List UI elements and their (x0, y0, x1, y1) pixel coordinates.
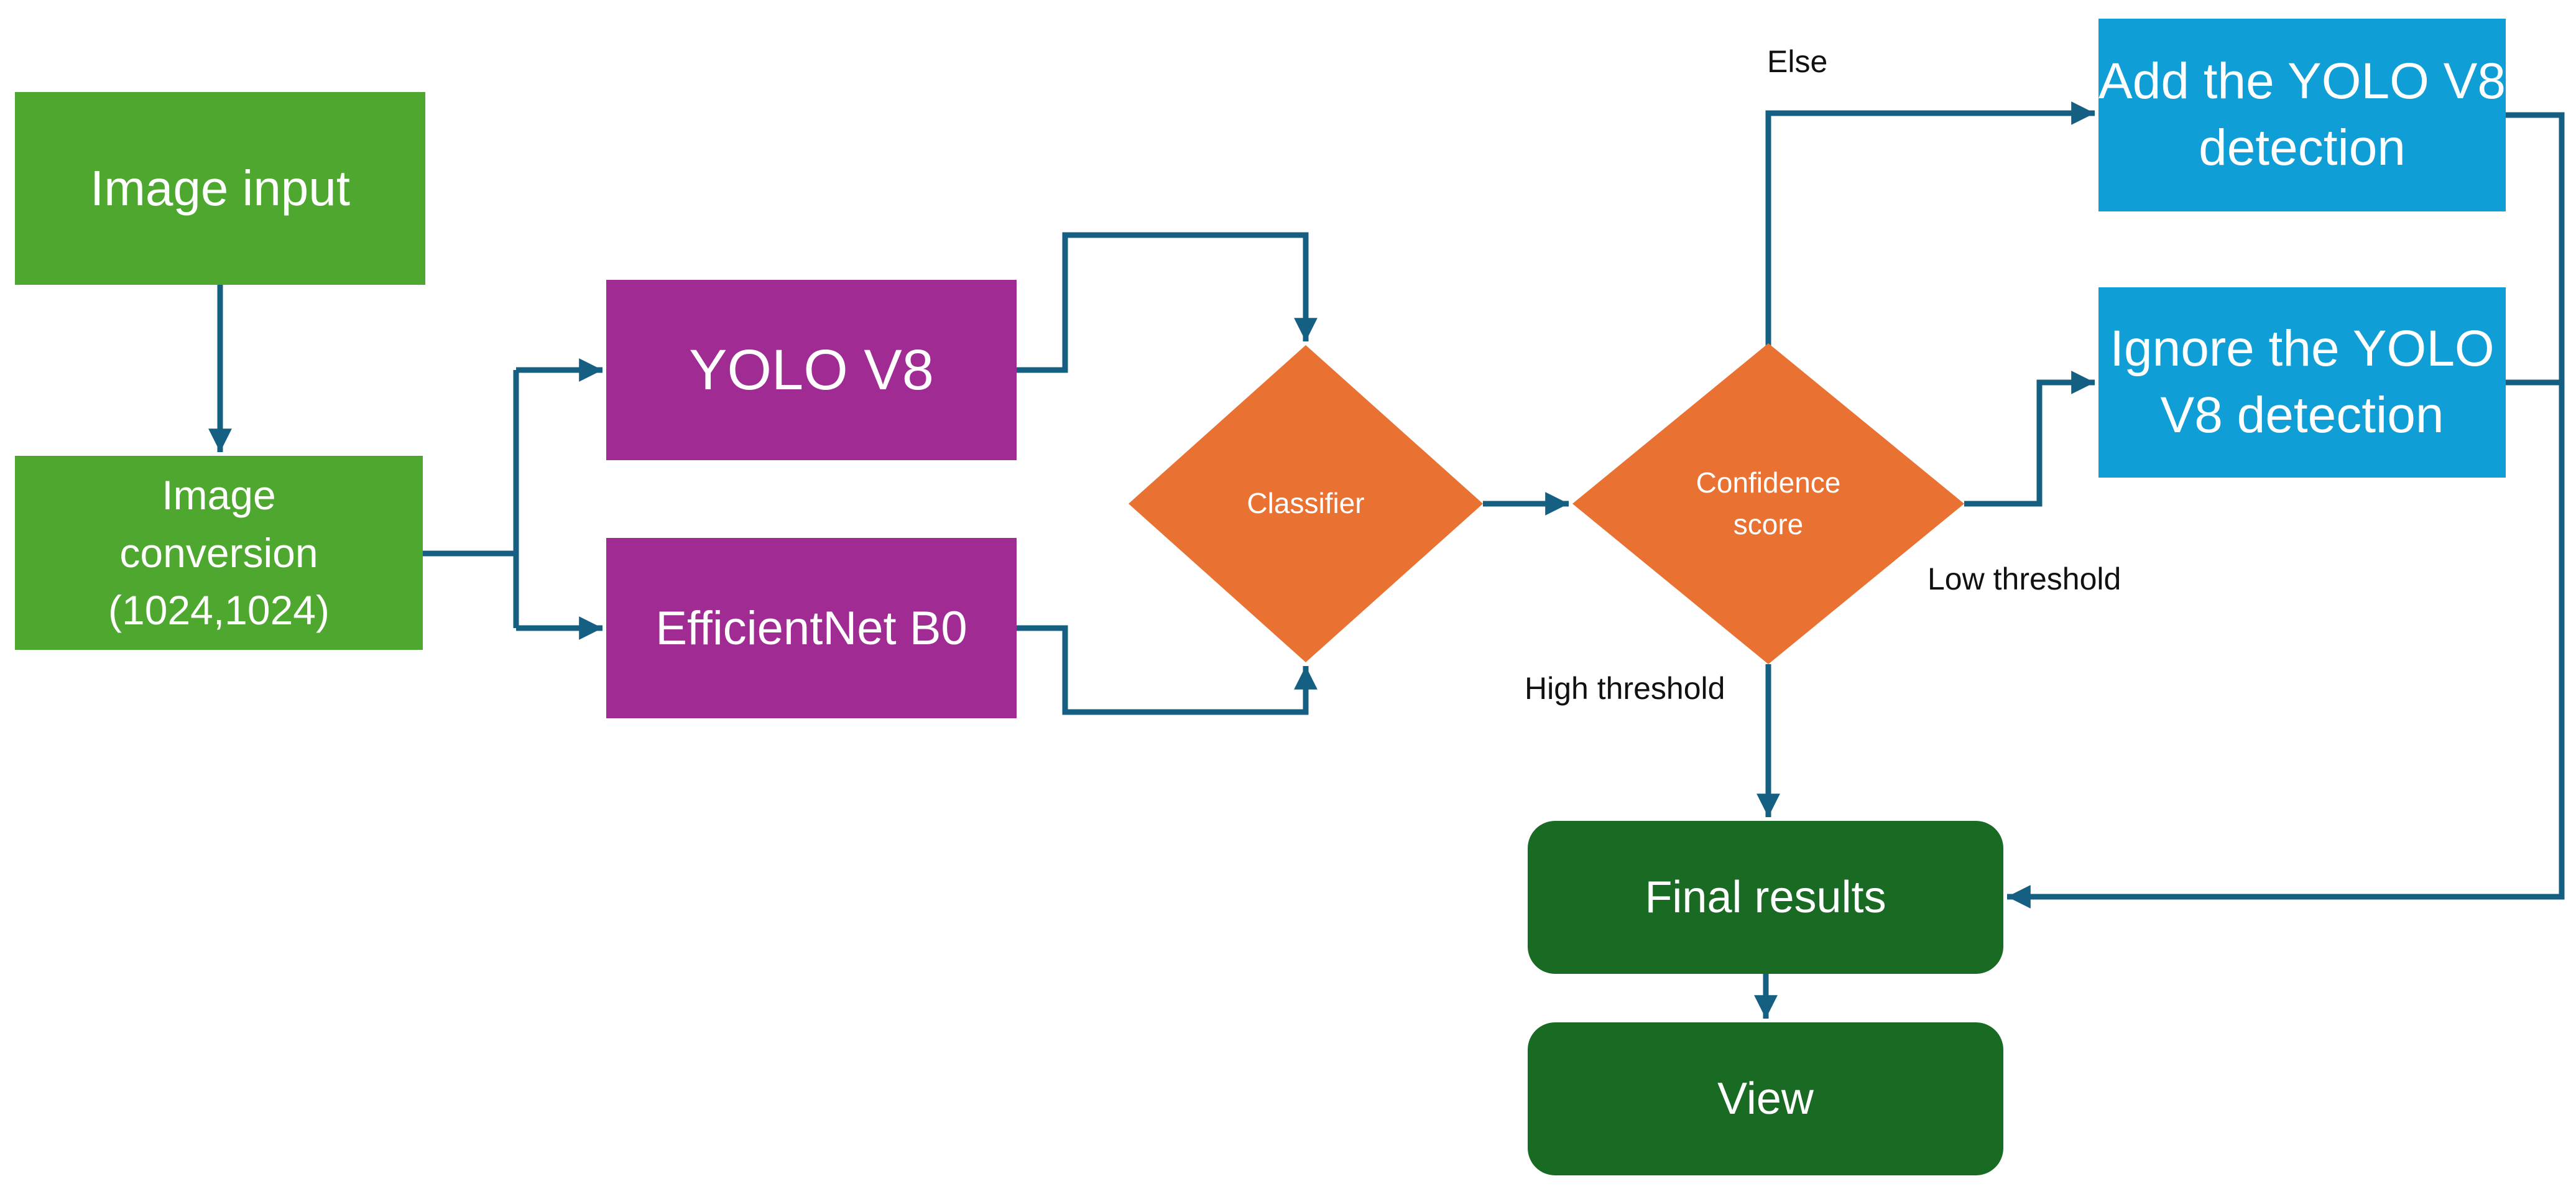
node-image-input: Image input (15, 92, 425, 285)
node-image-conversion: Image conversion (1024,1024) (15, 456, 423, 650)
node-ignore-yolo-detection-line1: Ignore the YOLO (2110, 320, 2495, 377)
node-image-conversion-line3: (1024,1024) (108, 587, 330, 634)
edge-yolo-to-classifier (1017, 232, 1318, 373)
edge-confidence-to-ignore (1964, 371, 2095, 507)
node-yolo-v8: YOLO V8 (606, 280, 1017, 460)
node-view-label: View (1717, 1074, 1814, 1124)
edge-efficientnet-to-classifier (1017, 625, 1318, 715)
edge-label-high-threshold: High threshold (1525, 671, 1725, 706)
node-ignore-yolo-detection-line2: V8 detection (2160, 387, 2444, 443)
edge-label-low-threshold: Low threshold (1927, 562, 2121, 596)
node-image-input-label: Image input (90, 160, 351, 216)
node-classifier-label: Classifier (1247, 487, 1365, 520)
node-final-results: Final results (1528, 821, 2003, 974)
node-efficientnet-b0: EfficientNet B0 (606, 538, 1017, 718)
node-add-yolo-detection: Add the YOLO V8 detection (2098, 19, 2506, 211)
node-efficientnet-b0-label: EfficientNet B0 (655, 601, 967, 655)
node-view: View (1528, 1022, 2003, 1175)
node-add-yolo-detection-line1: Add the YOLO V8 (2098, 53, 2506, 110)
node-image-conversion-line1: Image (162, 472, 276, 519)
node-image-conversion-line2: conversion (119, 529, 318, 576)
node-ignore-yolo-detection: Ignore the YOLO V8 detection (2098, 287, 2506, 478)
node-confidence-score-line1: Confidence (1696, 466, 1841, 499)
edge-confidence-to-add (1765, 101, 2095, 346)
edge-add-to-final-rail (2007, 112, 2565, 909)
node-confidence-score-line2: score (1733, 508, 1804, 540)
node-final-results-label: Final results (1645, 872, 1886, 922)
edge-label-else: Else (1767, 44, 1828, 79)
node-yolo-v8-label: YOLO V8 (689, 338, 934, 402)
node-add-yolo-detection-line2: detection (2199, 119, 2406, 176)
